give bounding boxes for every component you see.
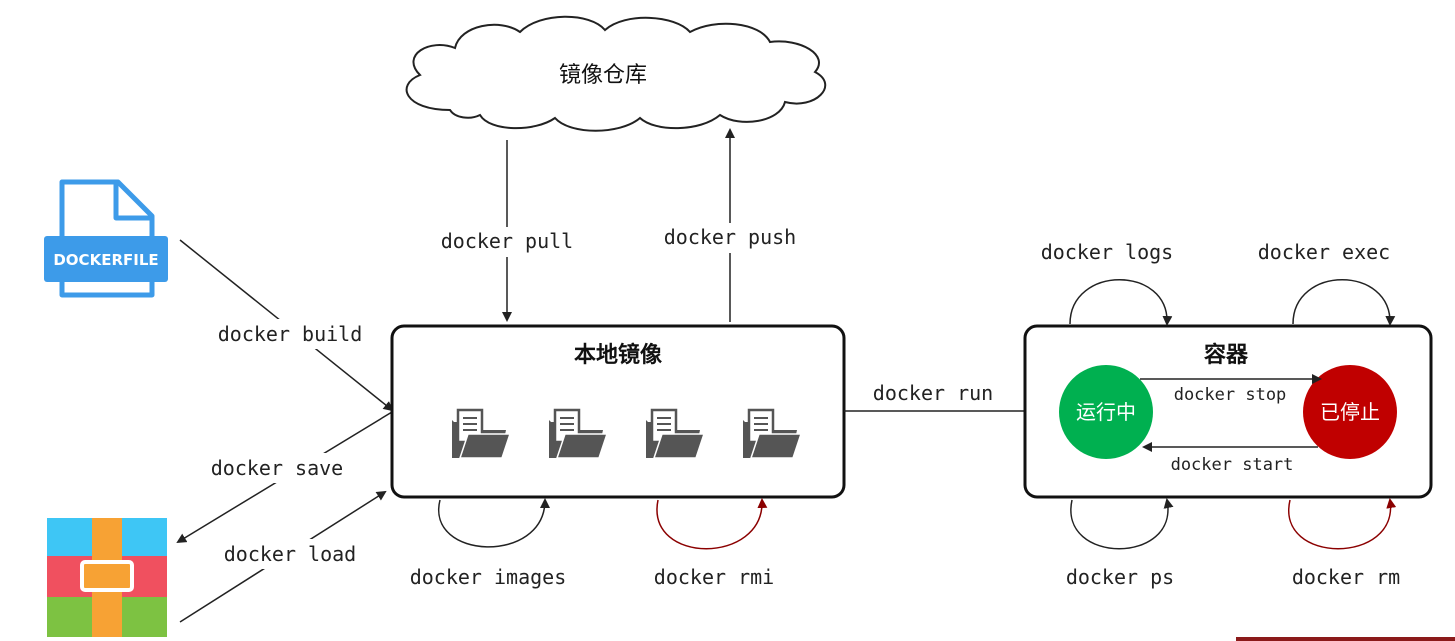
local-images-box: 本地镜像	[390, 324, 846, 499]
save-label: docker save	[211, 456, 343, 480]
registry-label: 镜像仓库	[559, 63, 647, 88]
stop-label: docker stop	[1174, 385, 1287, 405]
pull-label: docker pull	[441, 229, 573, 253]
run-label: docker run	[873, 381, 993, 405]
logs-label: docker logs	[1041, 240, 1173, 264]
exec-label: docker exec	[1258, 240, 1390, 264]
running-state-label: 运行中	[1076, 400, 1136, 424]
push-label: docker push	[664, 225, 796, 249]
container-box: 容器 运行中 已停止 docker stop docker start	[1023, 324, 1433, 499]
ps-loop-arrow	[1070, 498, 1174, 550]
container-title: 容器	[1204, 342, 1249, 368]
images-loop-arrow	[437, 498, 550, 548]
logs-loop-arrow	[1069, 279, 1173, 326]
load-label: docker load	[224, 542, 356, 566]
registry-cloud: 镜像仓库	[405, 15, 827, 132]
edge-accent-bar	[1236, 637, 1455, 641]
stopped-state-label: 已停止	[1320, 400, 1380, 424]
images-label: docker images	[410, 565, 567, 589]
build-label: docker build	[218, 322, 363, 346]
exec-loop-arrow	[1292, 279, 1396, 326]
rm-loop-arrow	[1288, 498, 1397, 550]
dockerfile-icon: DOCKERFILE	[44, 179, 168, 298]
local-images-title: 本地镜像	[574, 342, 663, 368]
rm-label: docker rm	[1292, 565, 1400, 589]
rmi-label: docker rmi	[654, 565, 774, 589]
start-label: docker start	[1171, 455, 1294, 475]
dockerfile-label: DOCKERFILE	[53, 251, 158, 269]
running-state-node	[1059, 365, 1153, 459]
ps-label: docker ps	[1066, 565, 1174, 589]
archive-icon	[47, 518, 167, 637]
rmi-loop-arrow	[656, 498, 768, 550]
stopped-state-node	[1303, 365, 1397, 459]
